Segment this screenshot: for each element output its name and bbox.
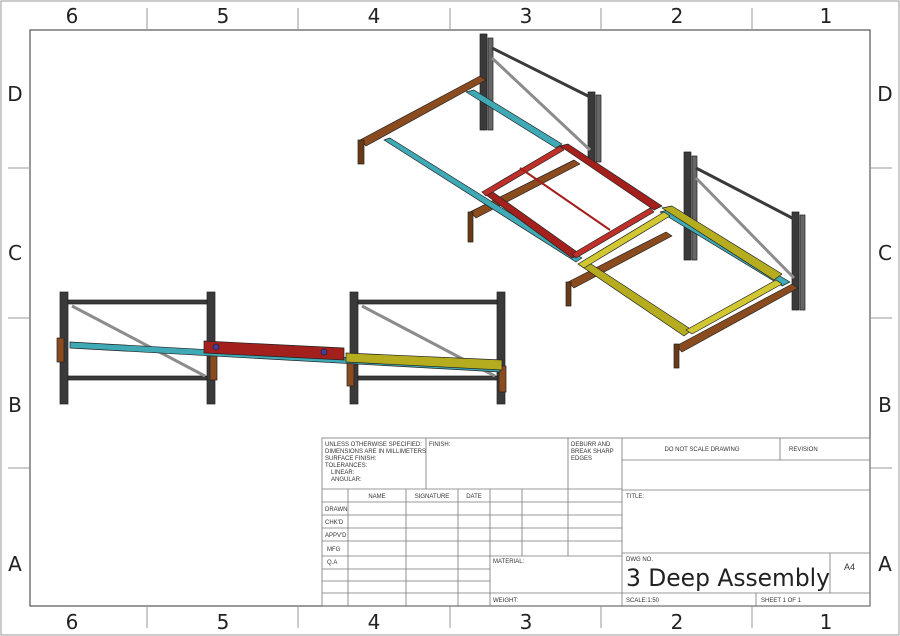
sheet-number: SHEET 1 OF 1: [761, 598, 802, 604]
front-carriage-yellow: [345, 352, 503, 371]
iso-beam-brown-1: [359, 75, 487, 147]
front-frame-right: [349, 291, 506, 405]
zone-row-left-A: A: [8, 552, 22, 576]
iso-carriage-yellow: [577, 205, 783, 337]
iso-upright-frame-front: [683, 151, 806, 311]
iso-rail-cyan-left: [383, 137, 583, 263]
drawing-title: 3 Deep Assembly: [626, 564, 830, 592]
front-plate-4: [498, 365, 507, 393]
weight-label: WEIGHT:: [493, 598, 518, 604]
scale-label: SCALE:1:50: [626, 598, 660, 604]
title-block: UNLESS OTHERWISE SPECIFIED: DIMENSIONS A…: [321, 437, 871, 607]
row-mfg: MFG: [327, 547, 341, 553]
note-tolerances: TOLERANCES:: [325, 463, 368, 469]
zone-row-right-C: C: [878, 241, 892, 265]
note-angular: ANGULAR:: [331, 477, 362, 483]
col-name: NAME: [368, 494, 385, 500]
zone-col-bottom-3: 3: [520, 610, 533, 634]
row-approved: APPV'D: [325, 533, 347, 539]
finish-label: FINISH:: [429, 442, 451, 448]
front-carriage-red: [203, 340, 345, 361]
zone-row-left-B: B: [8, 393, 22, 417]
do-not-scale-label: DO NOT SCALE DRAWING: [664, 447, 739, 453]
col-signature: SIGNATURE: [415, 494, 450, 500]
note-linear: LINEAR:: [331, 470, 355, 476]
zone-col-bottom-1: 1: [820, 610, 833, 634]
zone-col-bottom-5: 5: [217, 610, 230, 634]
material-label: MATERIAL:: [493, 559, 525, 565]
sheet-size: A4: [844, 562, 855, 572]
zone-row-right-B: B: [878, 393, 892, 417]
zone-col-top-5: 5: [217, 4, 230, 28]
zone-col-top-1: 1: [820, 4, 833, 28]
iso-beam-brown-4: [675, 283, 799, 353]
deburr-line-2: BREAK SHARP: [571, 449, 614, 455]
note-unless-specified: UNLESS OTHERWISE SPECIFIED:: [325, 442, 422, 448]
row-checked: CHK'D: [325, 520, 344, 526]
front-view: [56, 291, 507, 405]
row-drawn: DRAWN: [325, 507, 347, 513]
note-dimensions: DIMENSIONS ARE IN MILLIMETERS: [325, 449, 426, 455]
isometric-view: [357, 33, 806, 369]
deburr-line-1: DEBURR AND: [571, 442, 611, 448]
row-qa: Q.A: [327, 560, 337, 566]
deburr-line-3: EDGES: [571, 456, 592, 462]
zone-col-bottom-6: 6: [66, 610, 79, 634]
iso-upright-frame-back: [479, 33, 602, 163]
zone-col-bottom-4: 4: [368, 610, 381, 634]
note-surface-finish: SURFACE FINISH:: [325, 456, 377, 462]
zone-row-right-D: D: [877, 82, 892, 106]
zone-col-top-2: 2: [671, 4, 684, 28]
zone-col-bottom-2: 2: [671, 610, 684, 634]
zone-row-right-A: A: [878, 552, 892, 576]
dwg-no-label: DWG NO.: [626, 557, 653, 563]
title-label: TITLE:: [626, 494, 644, 500]
zone-col-top-4: 4: [368, 4, 381, 28]
iso-beam-brown-1-end: [357, 139, 365, 165]
zone-col-top-3: 3: [520, 4, 533, 28]
iso-carriage-red: [481, 143, 663, 259]
front-plate-1: [56, 337, 65, 363]
zone-row-left-D: D: [7, 82, 22, 106]
revision-label: REVISION: [789, 447, 818, 453]
iso-rail-cyan-back: [465, 89, 563, 149]
zone-ticks: [8, 8, 892, 628]
col-date: DATE: [466, 494, 482, 500]
zone-col-top-6: 6: [66, 4, 79, 28]
zone-row-left-C: C: [8, 241, 22, 265]
